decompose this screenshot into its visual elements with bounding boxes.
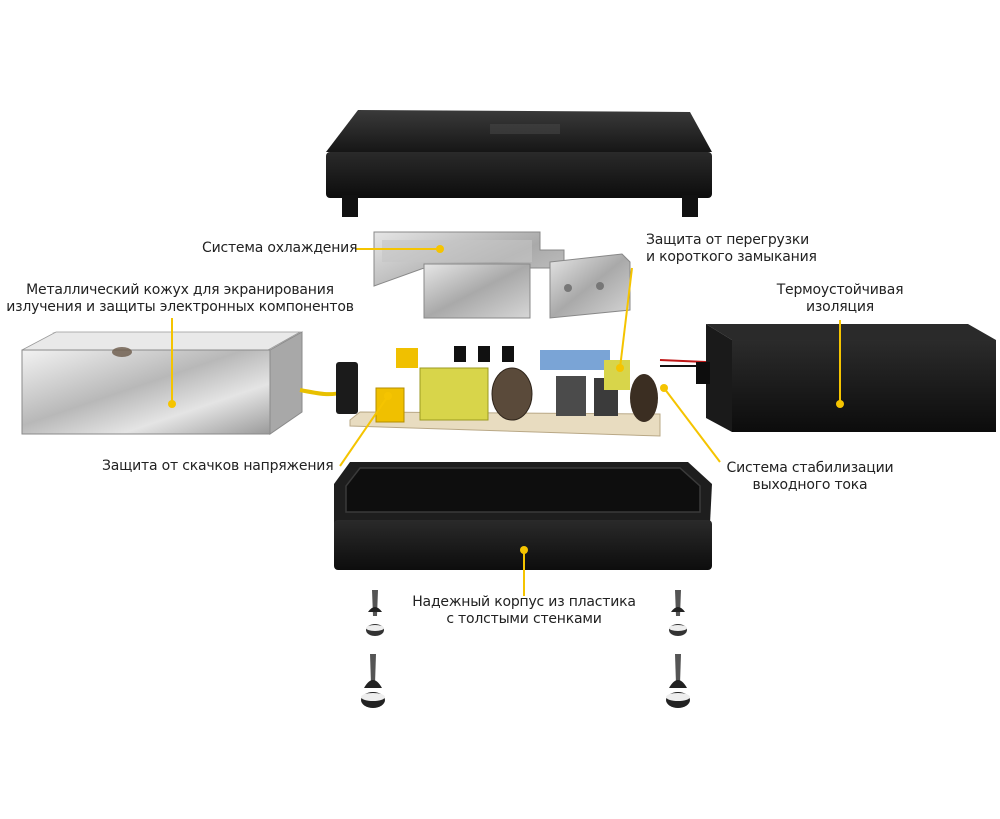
callout-dot-icon bbox=[616, 364, 624, 372]
metal-shield bbox=[21, 331, 303, 435]
label-insulation-line2: изоляция bbox=[806, 299, 874, 315]
callout-dot-icon bbox=[660, 384, 668, 392]
label-cooling-text: Система охлаждения bbox=[202, 240, 358, 256]
label-stabilization-line2: выходного тока bbox=[752, 477, 868, 493]
screw-icon bbox=[671, 590, 685, 616]
pcb-board bbox=[336, 346, 707, 437]
callout-dot-icon bbox=[520, 546, 528, 554]
screws bbox=[361, 590, 690, 708]
top-lid bbox=[326, 110, 712, 217]
screw-icon bbox=[368, 590, 382, 616]
callout-dot-icon bbox=[836, 400, 844, 408]
washer-icon bbox=[669, 624, 687, 636]
label-case-line1: Надежный корпус из пластика bbox=[412, 594, 636, 610]
label-surge-text: Защита от скачков напряжения bbox=[102, 458, 334, 474]
label-stabilization: Система стабилизации выходного тока bbox=[726, 460, 894, 494]
screw-icon bbox=[364, 654, 382, 688]
label-stabilization-line1: Система стабилизации bbox=[726, 460, 894, 476]
label-shield: Металлический кожух для экранирования из… bbox=[4, 282, 356, 316]
callout-dot-icon bbox=[168, 400, 176, 408]
washer-icon bbox=[366, 624, 384, 636]
label-cooling: Система охлаждения bbox=[202, 240, 357, 257]
callout-dot-icon bbox=[384, 392, 392, 400]
label-case: Надежный корпус из пластика с толстыми с… bbox=[404, 594, 644, 628]
label-insulation: Термоустойчивая изоляция bbox=[760, 282, 920, 316]
washer-icon bbox=[666, 692, 690, 708]
cooling-radiator bbox=[373, 231, 565, 319]
callout-line-surge bbox=[339, 395, 389, 467]
screw-icon bbox=[669, 654, 687, 688]
label-surge: Защита от скачков напряжения bbox=[102, 458, 334, 475]
callout-line-stabilization bbox=[663, 387, 721, 463]
label-shield-line2: излучения и защиты электронных компонент… bbox=[6, 299, 354, 315]
label-overload-line2: и короткого замыкания bbox=[646, 249, 817, 265]
label-overload: Защита от перегрузки и короткого замыкан… bbox=[646, 232, 817, 266]
callout-line-overload bbox=[619, 267, 633, 369]
insulation-box bbox=[696, 324, 996, 432]
label-insulation-line1: Термоустойчивая bbox=[776, 282, 904, 298]
label-case-line2: с толстыми стенками bbox=[446, 611, 602, 627]
label-shield-line1: Металлический кожух для экранирования bbox=[26, 282, 334, 298]
bottom-case bbox=[334, 462, 712, 570]
overload-bracket bbox=[549, 253, 631, 319]
label-overload-line1: Защита от перегрузки bbox=[646, 232, 809, 248]
washer-icon bbox=[361, 692, 385, 708]
callouts bbox=[168, 245, 844, 596]
callout-dot-icon bbox=[436, 245, 444, 253]
